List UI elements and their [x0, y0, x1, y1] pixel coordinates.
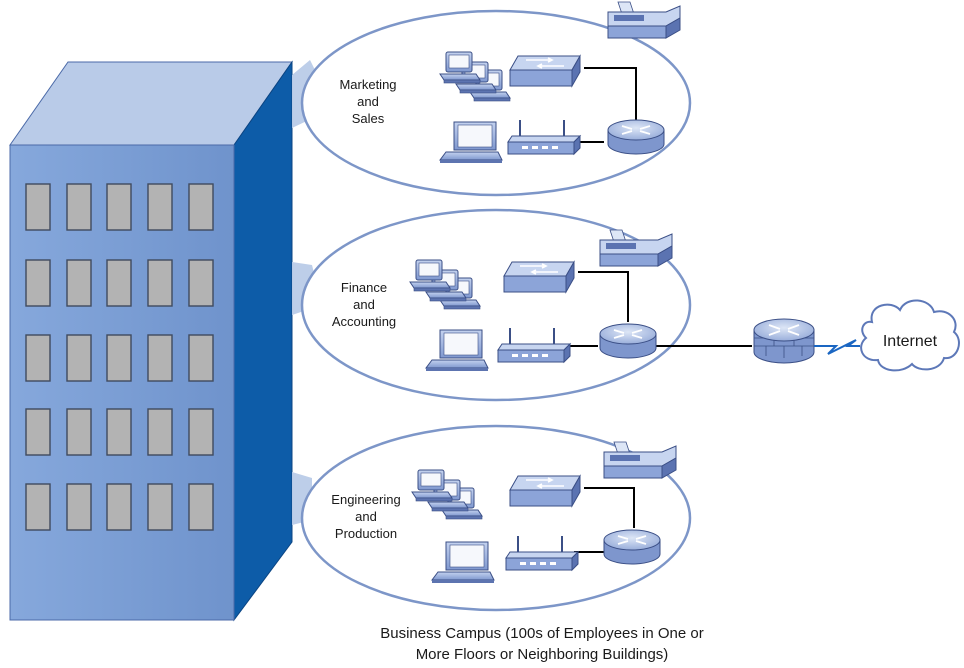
engineering-label-line2: and	[355, 509, 377, 524]
serial-link	[814, 339, 860, 355]
engineering-label-line1: Engineering	[331, 492, 400, 507]
building-window	[25, 408, 51, 456]
building-window	[106, 183, 132, 231]
building-windows	[25, 183, 214, 531]
building-window	[66, 334, 92, 382]
building-window	[66, 183, 92, 231]
caption-line1: Business Campus (100s of Employees in On…	[380, 625, 704, 642]
building-window	[188, 483, 214, 531]
building-window	[106, 259, 132, 307]
router-icon	[599, 323, 657, 359]
finance-label-line1: Finance	[341, 280, 387, 295]
building-window	[25, 483, 51, 531]
building-window	[147, 183, 173, 231]
network-links	[568, 67, 752, 553]
firewall-icon	[753, 318, 815, 364]
building-window	[188, 259, 214, 307]
building-window	[147, 408, 173, 456]
finance-label-line3: Accounting	[332, 314, 396, 329]
building-window	[188, 408, 214, 456]
building-window	[106, 334, 132, 382]
marketing-label-line1: Marketing	[339, 77, 396, 92]
building-window	[188, 334, 214, 382]
switch-icon	[509, 475, 581, 507]
printer-icon	[607, 1, 681, 39]
marketing-floor-ellipse	[300, 9, 692, 197]
building-window	[66, 259, 92, 307]
building-window	[106, 483, 132, 531]
finance-floor-ellipse	[300, 208, 692, 402]
building-window	[25, 259, 51, 307]
finance-label-line2: and	[353, 297, 375, 312]
building-window	[66, 408, 92, 456]
router-icon	[607, 119, 665, 155]
internet-label: Internet	[883, 333, 938, 350]
building-window	[147, 483, 173, 531]
building-window	[66, 483, 92, 531]
caption-line2: More Floors or Neighboring Buildings)	[416, 646, 669, 663]
building-window	[25, 183, 51, 231]
cloud-icon	[860, 299, 960, 372]
marketing-label-line3: Sales	[352, 111, 385, 126]
building-icon	[9, 60, 293, 622]
building-window	[106, 408, 132, 456]
building-window	[147, 259, 173, 307]
router-icon	[603, 529, 661, 565]
switch-icon	[509, 55, 581, 87]
marketing-label-line2: and	[357, 94, 379, 109]
engineering-label-line3: Production	[335, 526, 397, 541]
switch-icon	[503, 261, 575, 293]
building-window	[25, 334, 51, 382]
building-window	[147, 334, 173, 382]
engineering-floor-ellipse	[300, 424, 692, 612]
building-window	[188, 183, 214, 231]
